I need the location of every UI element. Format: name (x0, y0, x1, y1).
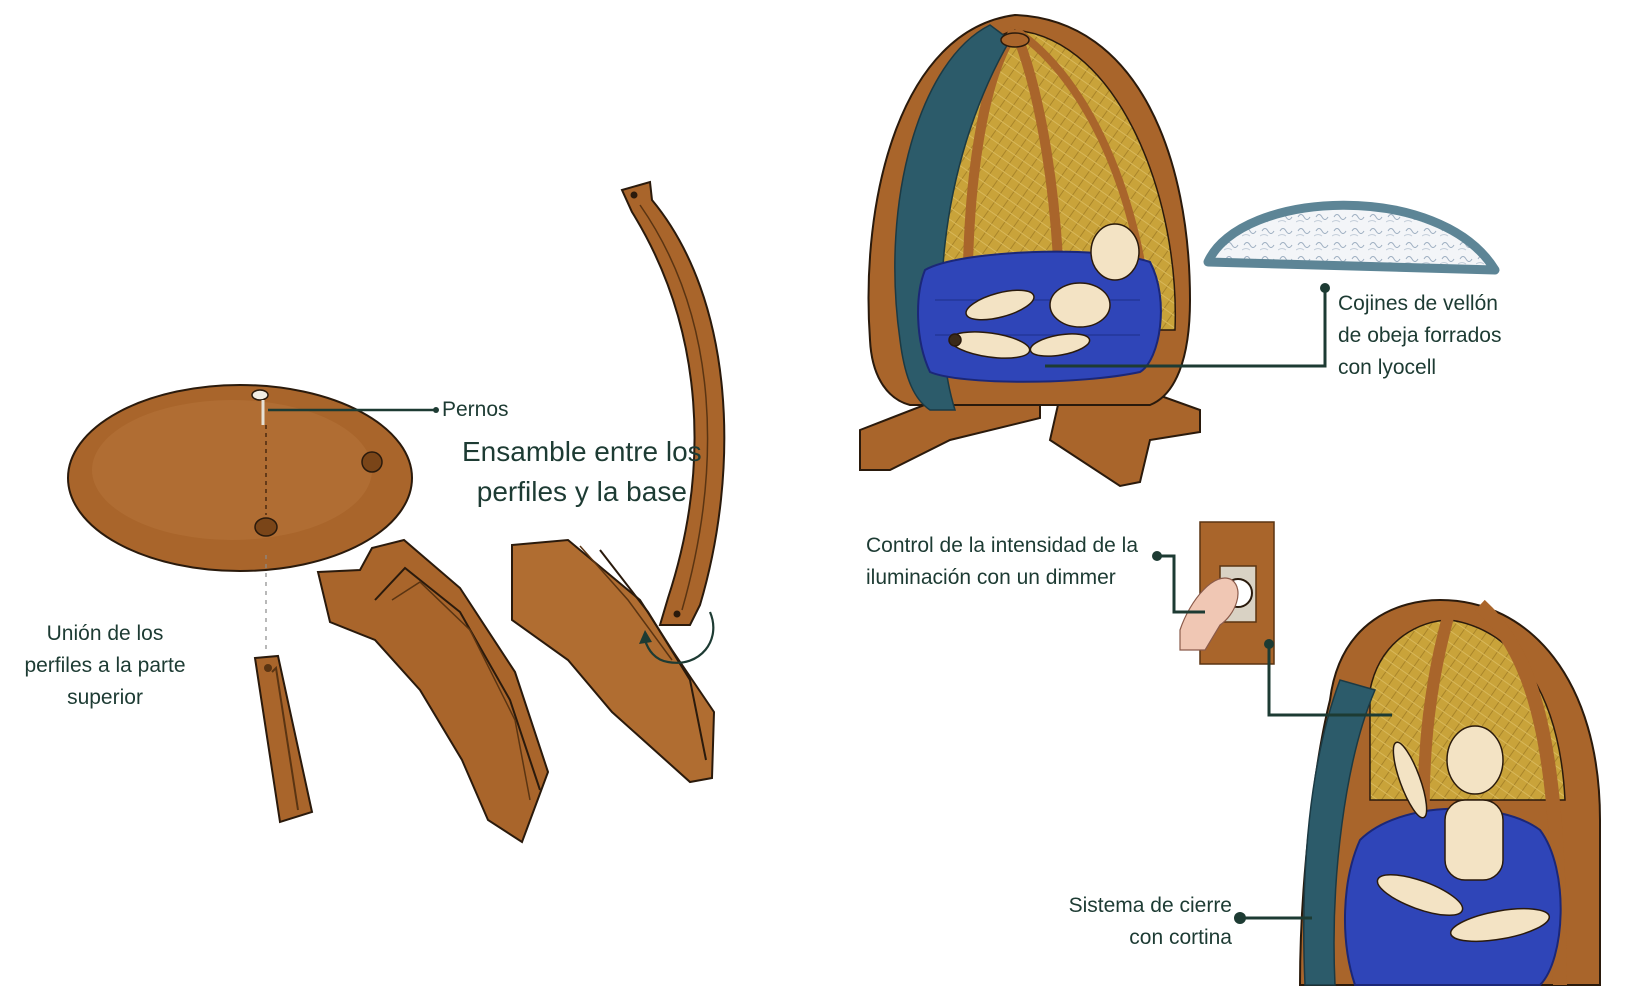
label-cojines-line3: con lyocell (1338, 352, 1501, 384)
bolt-hole-icon (255, 518, 277, 536)
label-cierre-line1: Sistema de cierre (1010, 890, 1232, 922)
label-cojines: Cojines de vellón de obeja forrados con … (1338, 288, 1501, 384)
label-pernos: Pernos (442, 394, 509, 426)
label-union-line1: Unión de los (10, 618, 200, 650)
assembly-title-line2: perfiles y la base (462, 472, 702, 512)
bolt-head-icon (252, 390, 268, 400)
profile-fragment (255, 656, 312, 822)
fleece-cushion (1208, 205, 1495, 270)
label-control-line2: iluminación con un dimmer (866, 562, 1138, 594)
label-cierre-line2: con cortina (1010, 922, 1232, 954)
label-cierre: Sistema de cierre con cortina (1010, 890, 1232, 954)
leader-cierre (1234, 912, 1312, 924)
label-control: Control de la intensidad de la iluminaci… (866, 530, 1138, 594)
label-control-line1: Control de la intensidad de la (866, 530, 1138, 562)
bolt-hole-icon (362, 452, 382, 472)
dimmer-detail (1180, 522, 1274, 664)
assembly-title: Ensamble entre los perfiles y la base (462, 432, 702, 512)
arc-profile (622, 182, 724, 663)
label-union-line3: superior (10, 682, 200, 714)
label-cojines-line1: Cojines de vellón (1338, 288, 1501, 320)
label-cojines-line2: de obeja forrados (1338, 320, 1501, 352)
assembly-title-line1: Ensamble entre los (462, 432, 702, 472)
label-union-line2: perfiles a la parte (10, 650, 200, 682)
egg-chair-open (1300, 600, 1600, 985)
egg-chair-front (860, 15, 1200, 486)
label-union: Unión de los perfiles a la parte superio… (10, 618, 200, 714)
